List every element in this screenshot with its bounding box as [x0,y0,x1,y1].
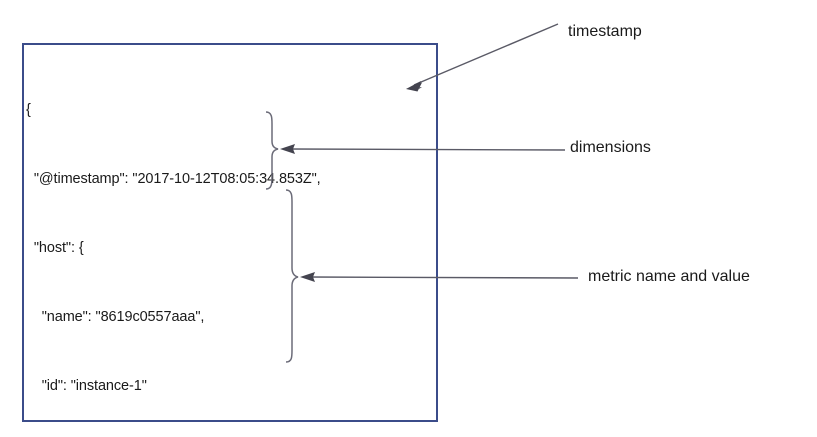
json-line-host-name: "name": "8619c0557aaa", [26,309,205,325]
annotation-label-metric: metric name and value [588,268,750,285]
json-line-timestamp: "@timestamp": "2017-10-12T08:05:34.853Z"… [26,171,321,187]
annotation-label-timestamp: timestamp [568,23,642,40]
annotation-label-dimensions: dimensions [570,139,651,156]
json-line: { [26,102,31,118]
json-document-box [22,43,438,422]
json-line-host-open: "host": { [26,240,84,256]
json-code-block: { "@timestamp": "2017-10-12T08:05:34.853… [26,53,426,437]
json-line-host-id: "id": "instance-1" [26,378,147,394]
